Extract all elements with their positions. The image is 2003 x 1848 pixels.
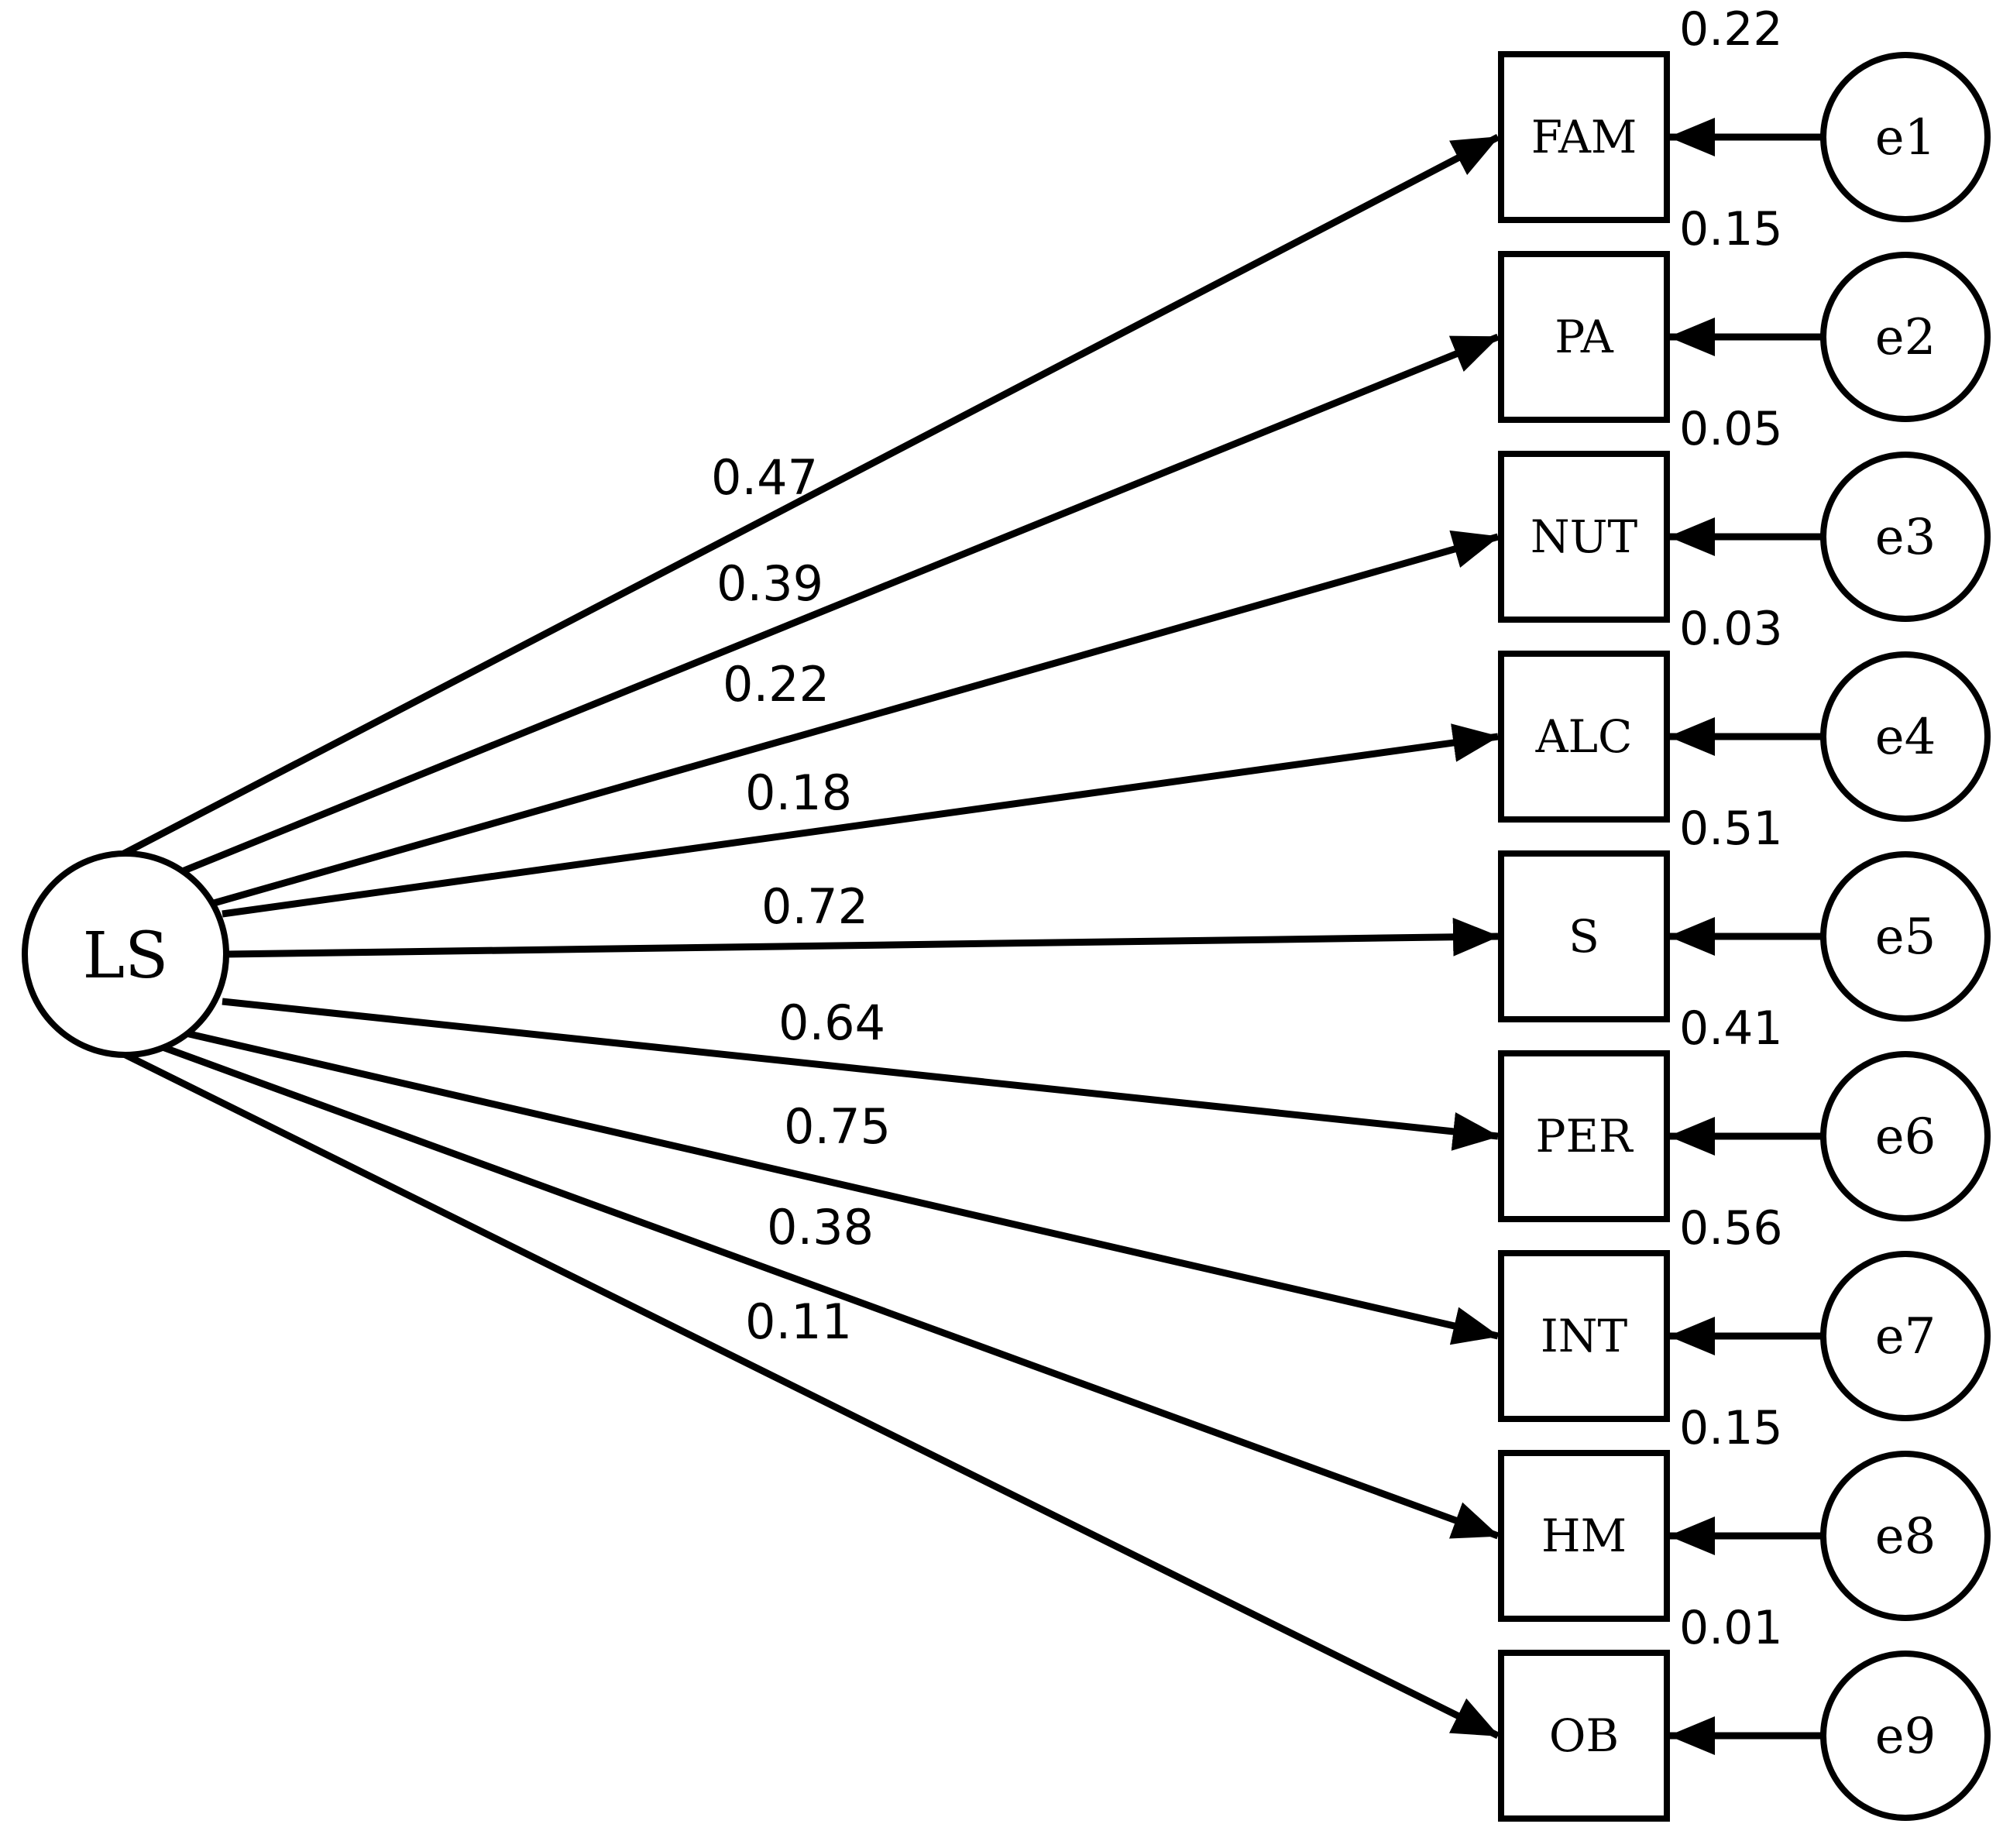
indicator-label: S: [1568, 910, 1599, 963]
error-node-e5: e5: [1668, 851, 1991, 1022]
latent-circle: [22, 850, 229, 1058]
error-label: e3: [1875, 509, 1936, 566]
indicator-node-nut: NUT 0.05: [1498, 402, 1783, 623]
loading-label-int: 0.75: [784, 1098, 891, 1155]
error-label: e4: [1875, 709, 1936, 766]
loading-paths: [122, 134, 1500, 1740]
indicator-label: OB: [1549, 1709, 1619, 1762]
indicator-node-alc: ALC 0.03: [1498, 602, 1783, 823]
loading-path-hm: [161, 1043, 1500, 1540]
error-circle: [1820, 1451, 1991, 1621]
indicator-label: ALC: [1535, 710, 1633, 763]
loading-label-per: 0.64: [778, 994, 885, 1051]
error-circle: [1820, 651, 1991, 822]
indicator-box: [1498, 1250, 1670, 1422]
indicator-label: FAM: [1531, 111, 1637, 163]
error-node-e9: e9: [1668, 1650, 1991, 1821]
error-circle: [1820, 1251, 1991, 1421]
loading-label-pa: 0.39: [716, 555, 823, 612]
loading-path-alc: [222, 723, 1500, 918]
r2-label-fam: 0.22: [1679, 2, 1783, 57]
loading-label-alc: 0.18: [745, 764, 852, 821]
indicator-nodes: FAM0.22PA0.15NUT0.05ALC0.03S0.51PER0.41I…: [1498, 2, 1783, 1822]
error-label: e9: [1875, 1708, 1936, 1765]
error-node-e7: e7: [1668, 1251, 1991, 1421]
loading-label-s: 0.72: [761, 878, 868, 935]
indicator-box: [1498, 1050, 1670, 1222]
indicator-label: PA: [1555, 311, 1614, 363]
r2-label-pa: 0.15: [1679, 202, 1783, 256]
loading-path-ob: [124, 1051, 1500, 1740]
indicator-node-per: PER 0.41: [1498, 1001, 1783, 1222]
indicator-node-fam: FAM 0.22: [1498, 2, 1783, 223]
r2-label-alc: 0.03: [1679, 602, 1783, 656]
error-node-e6: e6: [1668, 1051, 1991, 1221]
r2-label-nut: 0.05: [1679, 402, 1783, 456]
indicator-label: PER: [1535, 1110, 1634, 1163]
loading-label-fam: 0.47: [711, 449, 818, 506]
error-circle: [1820, 1051, 1991, 1221]
indicator-node-pa: PA 0.15: [1498, 202, 1783, 423]
error-label: e8: [1875, 1508, 1936, 1565]
error-circle: [1820, 1650, 1991, 1821]
indicator-node-hm: HM 0.15: [1498, 1401, 1783, 1622]
indicator-box: [1498, 51, 1670, 223]
indicator-box: [1498, 1450, 1670, 1622]
error-node-e3: e3: [1668, 452, 1991, 622]
r2-label-s: 0.51: [1679, 802, 1783, 856]
loading-path-s: [225, 917, 1500, 958]
error-circle: [1820, 452, 1991, 622]
indicator-node-s: S 0.51: [1498, 802, 1783, 1022]
error-label: e2: [1875, 309, 1936, 366]
indicator-box: [1498, 651, 1670, 823]
loading-path-pa: [175, 333, 1500, 878]
indicator-label: NUT: [1531, 510, 1638, 563]
error-label: e6: [1875, 1108, 1936, 1166]
loading-path-per: [222, 998, 1500, 1151]
indicator-box: [1498, 1650, 1670, 1822]
error-circle: [1820, 252, 1991, 422]
latent-label: LS: [83, 919, 169, 993]
loading-label-ob: 0.11: [745, 1293, 852, 1350]
loading-path-int: [184, 1029, 1500, 1345]
error-label: e1: [1875, 109, 1936, 167]
loading-path-fam: [122, 134, 1500, 857]
error-circle: [1820, 52, 1991, 222]
r2-label-int: 0.56: [1679, 1201, 1783, 1255]
indicator-node-ob: OB 0.01: [1498, 1601, 1783, 1822]
error-node-e1: e1: [1668, 52, 1991, 222]
latent-node: LS: [22, 850, 229, 1058]
r2-label-per: 0.41: [1679, 1001, 1783, 1056]
loading-path-nut: [201, 530, 1500, 910]
loading-labels: 0.47 0.39 0.22 0.18 0.72 0.64 0.75 0.38 0.11: [711, 449, 891, 1350]
indicator-node-int: INT 0.56: [1498, 1201, 1783, 1422]
indicator-box: [1498, 451, 1670, 623]
loading-label-hm: 0.38: [767, 1199, 874, 1255]
indicator-label: HM: [1541, 1510, 1627, 1562]
r2-label-hm: 0.15: [1679, 1401, 1783, 1455]
error-label: e7: [1875, 1308, 1936, 1365]
error-node-e4: e4: [1668, 651, 1991, 822]
r2-label-ob: 0.01: [1679, 1601, 1783, 1655]
indicator-label: INT: [1541, 1310, 1628, 1362]
error-nodes: e1 e2 e3 e4 e5 e6 e7 e8 e9: [1668, 52, 1991, 1821]
error-node-e2: e2: [1668, 252, 1991, 422]
error-label: e5: [1875, 909, 1936, 966]
error-node-e8: e8: [1668, 1451, 1991, 1621]
indicator-box: [1498, 251, 1670, 423]
indicator-box: [1498, 850, 1670, 1022]
loading-label-nut: 0.22: [723, 656, 830, 713]
error-circle: [1820, 851, 1991, 1022]
